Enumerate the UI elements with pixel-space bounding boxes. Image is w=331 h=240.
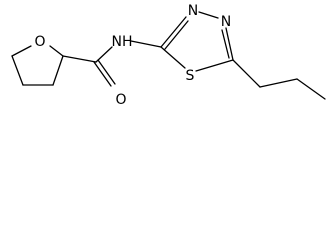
- thiadiazole-sulfur-label: S: [186, 68, 195, 84]
- thiadiazole-ring: [160, 11, 234, 72]
- bond-nh-c2-thiadiazole: [130, 40, 162, 48]
- bond-c2-c3: [52, 55, 64, 86]
- structure-canvas: O NH O N N S: [11, 3, 326, 108]
- bond-ca-cb: [259, 78, 298, 88]
- bond-c5-s1: [195, 59, 234, 72]
- ring-oxygen-label: O: [34, 34, 45, 50]
- bond-c5-o1: [11, 45, 32, 57]
- bond-c2-n3-a: [160, 16, 187, 48]
- bond-s1-c2: [160, 46, 186, 69]
- bond-n4-c5-a: [225, 27, 234, 61]
- tetrahydrofuran-ring: [11, 45, 64, 86]
- propyl-chain: [232, 59, 326, 100]
- bond-carbonyl-o-a: [93, 61, 112, 87]
- thiadiazole-n3-label: N: [188, 3, 198, 19]
- bond-c5-ca: [232, 59, 261, 88]
- bond-carbonyl-o-b: [97, 59, 116, 85]
- amide-nh-label: NH: [112, 34, 133, 50]
- carbonyl-oxygen-label: O: [115, 92, 126, 108]
- bond-cb-cc: [296, 78, 326, 100]
- amide-group: [62, 40, 162, 87]
- bond-n4-c5-b: [221, 29, 230, 59]
- bond-c2-carbonyl: [62, 55, 97, 63]
- bond-o1-c2: [49, 45, 64, 57]
- thiadiazole-n4-label: N: [221, 14, 231, 30]
- bond-n3-n4: [198, 11, 219, 19]
- bond-c4-c5: [11, 55, 24, 86]
- bond-carbonyl-nh: [95, 46, 113, 63]
- bond-c2-n3-b: [164, 20, 189, 50]
